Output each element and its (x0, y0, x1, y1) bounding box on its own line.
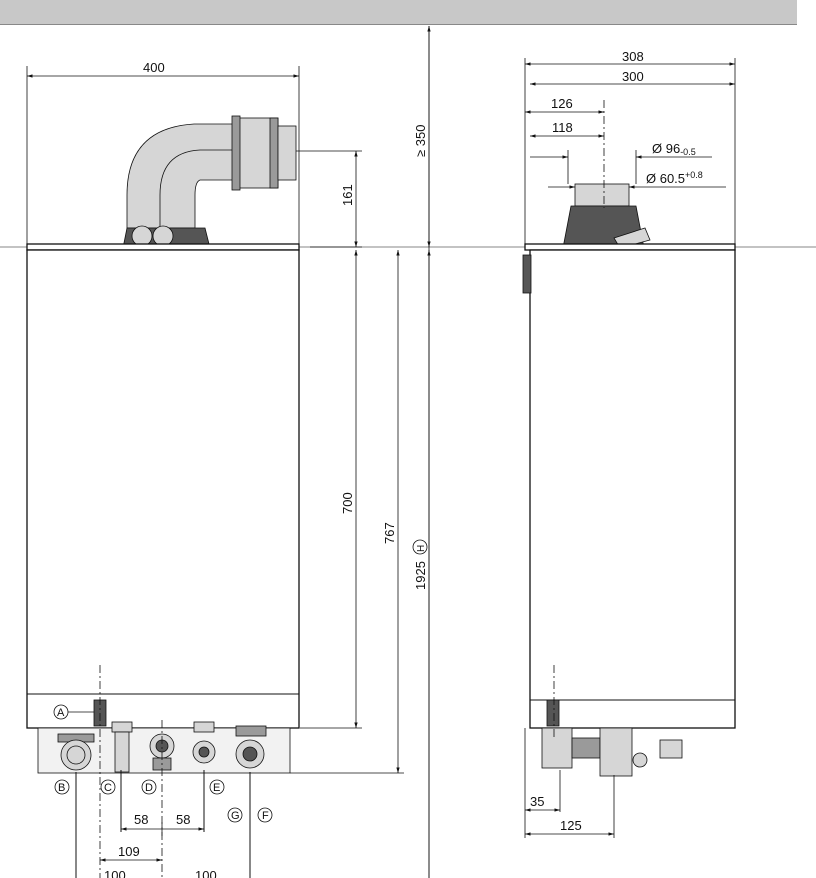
marker-c: C (100, 779, 116, 795)
boiler-casing-side (529, 249, 736, 729)
dim-96-label: Ø 96-0.5 (652, 141, 696, 157)
dim-60-5-label: Ø 60.5+0.8 (646, 170, 703, 186)
dim-118-label: 118 (552, 120, 573, 135)
dim-767-label: 767 (382, 522, 397, 544)
dim-35-label: 35 (530, 794, 544, 809)
dim-161-label: 161 (340, 184, 355, 206)
dim-400-label: 400 (143, 60, 165, 75)
dim-1925-label: 1925 (413, 561, 428, 590)
svg-text:G: G (231, 810, 240, 822)
dim-700-label: 700 (340, 492, 355, 514)
header-bar (0, 0, 797, 25)
connection-f-g (235, 725, 267, 769)
dim-125-label: 125 (560, 818, 582, 833)
marker-f: F (257, 807, 273, 823)
marker-e: E (209, 779, 225, 795)
dim-58-right-label: 58 (176, 812, 190, 827)
dim-109-label: 109 (118, 844, 140, 859)
side-view: 308 300 126 118 Ø 96-0.5 Ø 60.5+0.8 35 1… (522, 49, 736, 838)
svg-text:B: B (58, 782, 65, 794)
marker-b: B (54, 779, 70, 795)
dim-100-left-label: 100 (104, 868, 126, 878)
dim-126-label: 126 (551, 96, 573, 111)
svg-text:F: F (262, 810, 269, 822)
svg-text:C: C (104, 782, 112, 794)
marker-g: G (227, 807, 243, 823)
svg-text:E: E (213, 782, 220, 794)
dim-300-label: 300 (622, 69, 644, 84)
dim-308-label: 308 (622, 49, 644, 64)
dim-350-label: ≥ 350 (413, 125, 428, 157)
dim-58-left-label: 58 (134, 812, 148, 827)
flue-elbow (122, 115, 297, 249)
svg-text:A: A (57, 707, 65, 719)
connection-e (192, 721, 216, 764)
boiler-casing-front (26, 249, 300, 729)
svg-text:D: D (145, 782, 153, 794)
connection-d (149, 733, 175, 771)
connection-b (57, 733, 95, 771)
dim-100-right-label: 100 (195, 868, 217, 878)
connection-c (111, 721, 133, 773)
marker-h: H (416, 545, 427, 552)
marker-a: A (53, 704, 94, 720)
marker-d: D (141, 779, 157, 795)
front-view: 400 161 ≥ 350 700 767 1925 H 58 58 109 1… (0, 26, 816, 878)
